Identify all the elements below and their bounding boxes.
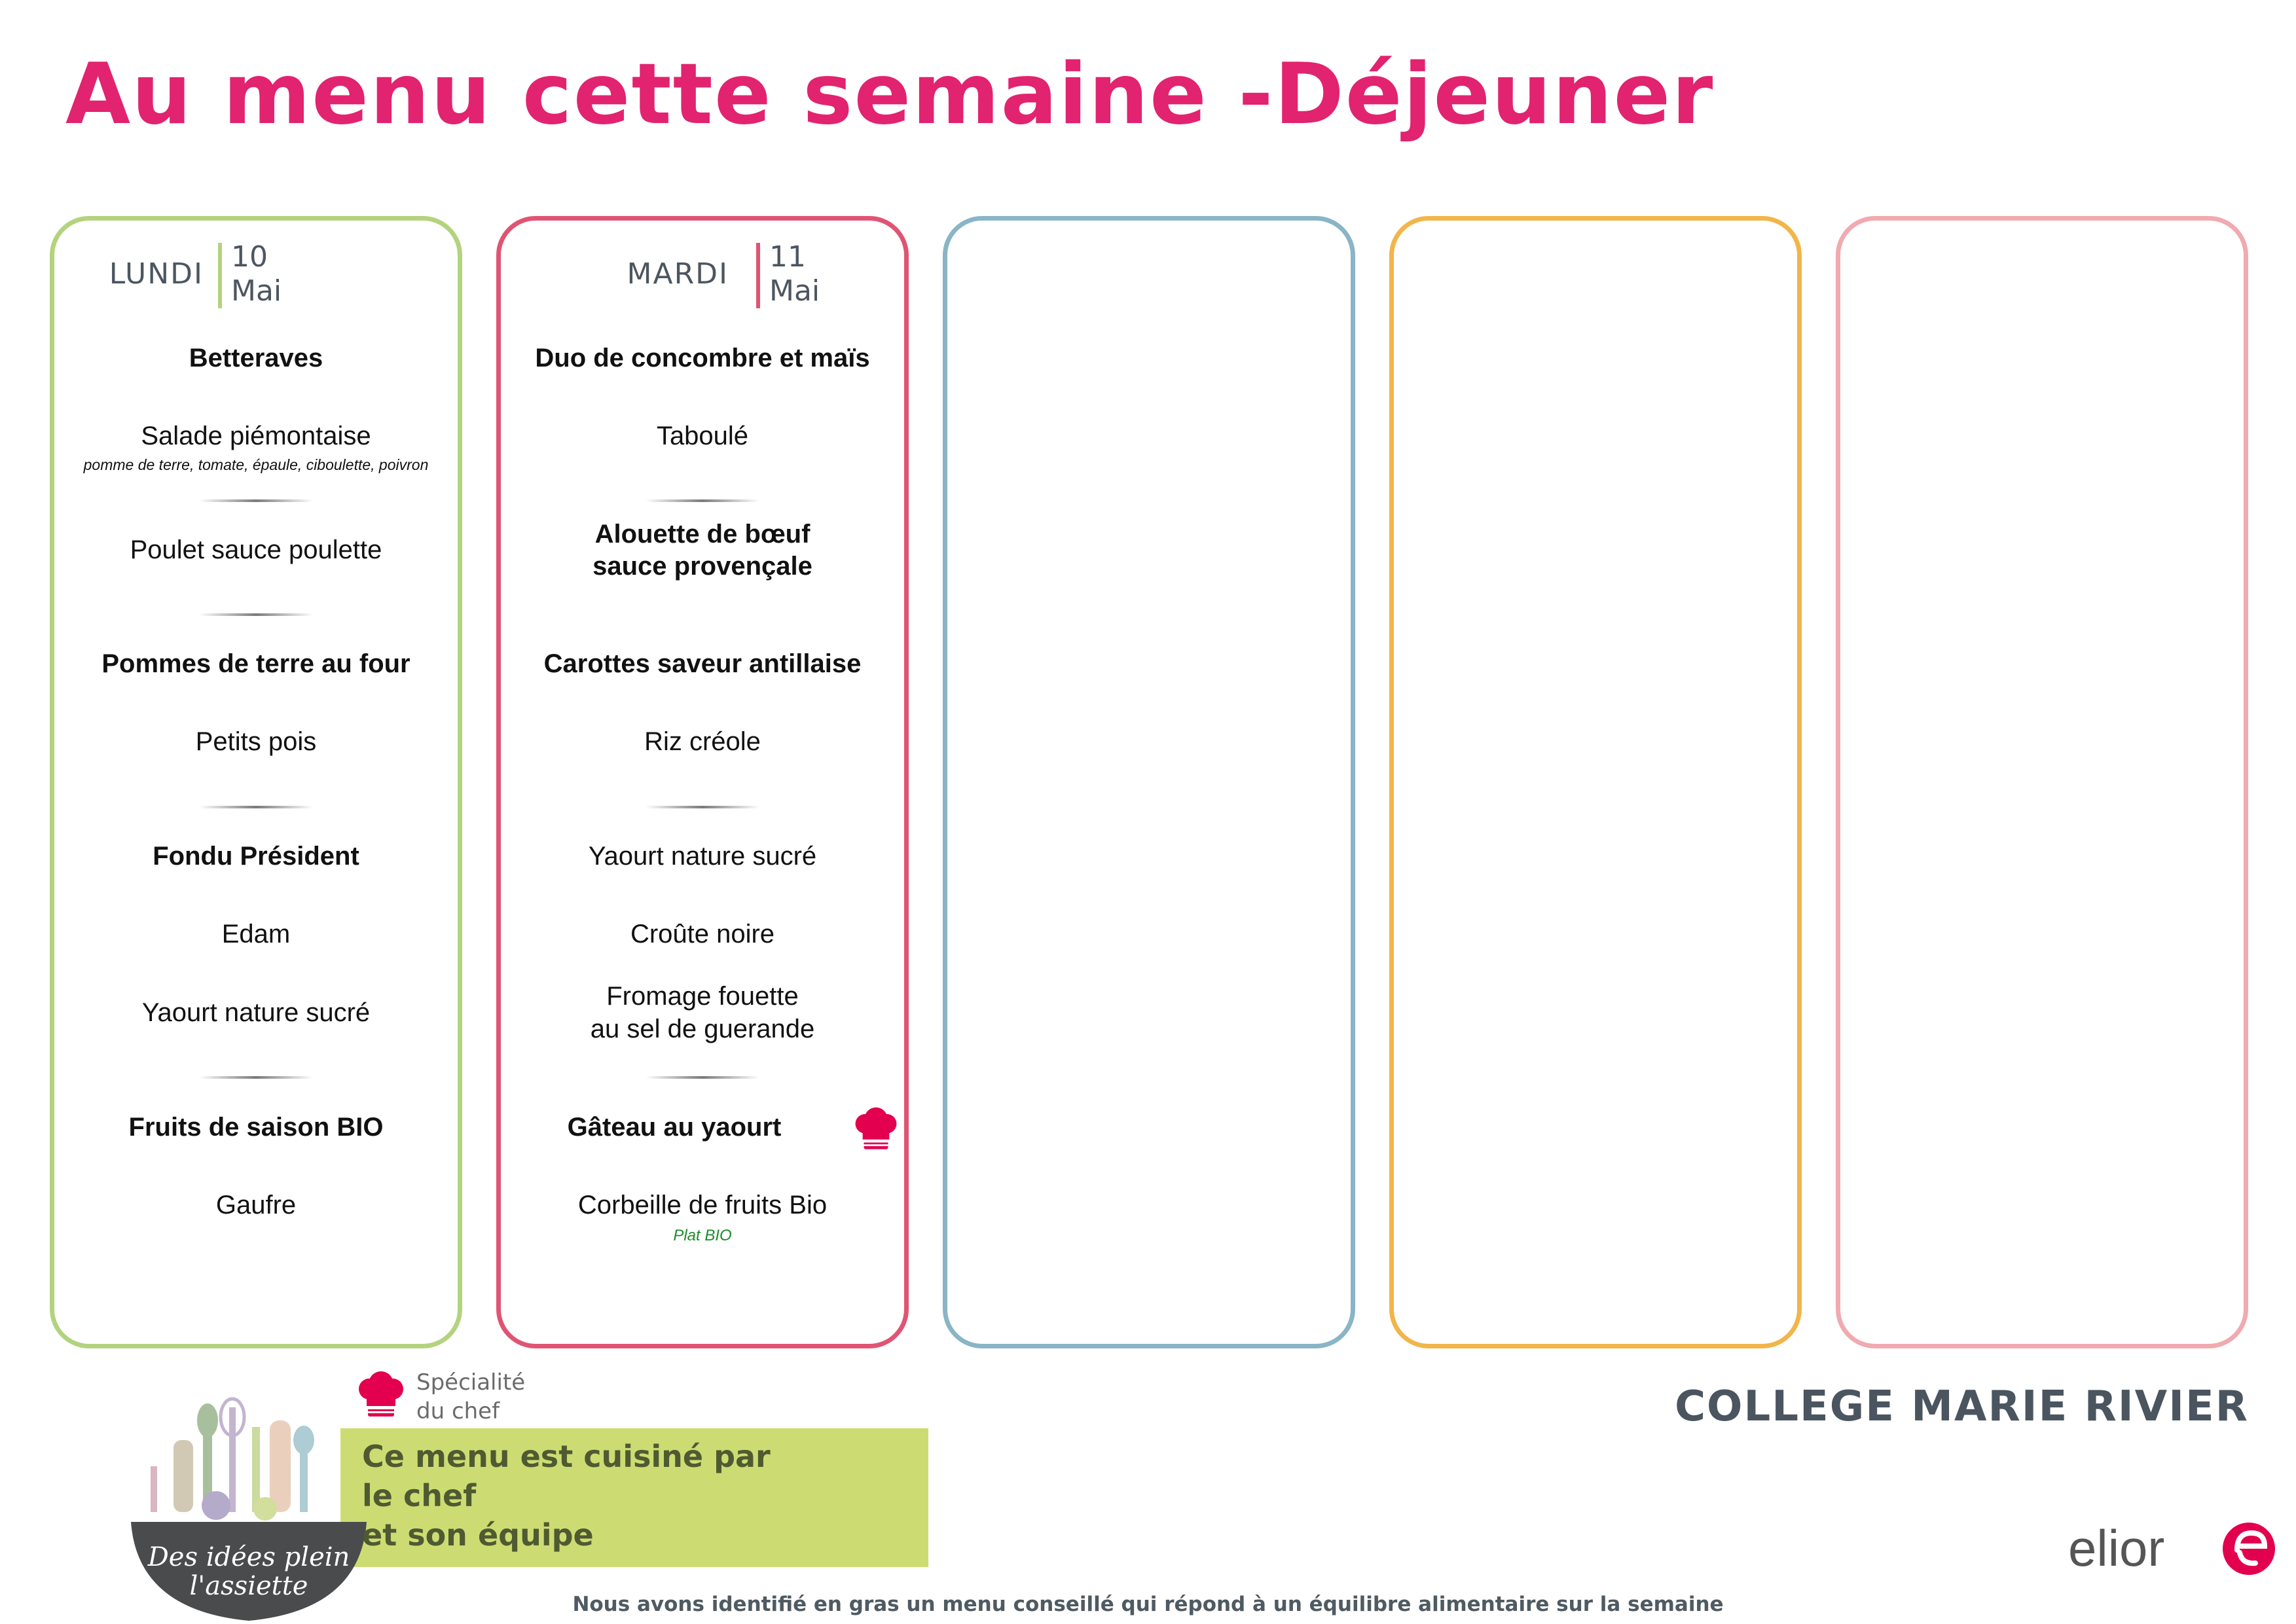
school-name: COLLEGE MARIE RIVIER — [1675, 1382, 2249, 1431]
date-month: Mai — [231, 274, 282, 308]
menu-item: Fondu Président — [153, 842, 359, 871]
menu-item: Edam — [221, 920, 291, 948]
date-month: Mai — [769, 274, 820, 308]
cooked-line2: le chef — [362, 1478, 477, 1513]
menu-item: Duo de concombre et maïs — [535, 344, 870, 372]
specialite-line1: Spécialité — [416, 1369, 526, 1396]
elior-logo: elior — [2068, 1519, 2275, 1577]
chef-team-text: Ce menu est cuisiné par le chef et son é… — [362, 1437, 771, 1555]
menu-divider — [646, 806, 759, 808]
menu-item: Taboulé — [656, 422, 749, 450]
chef-hat-icon — [359, 1371, 403, 1416]
menu-divider — [199, 613, 313, 616]
day-header: MARDI 11 Mai — [501, 239, 904, 311]
menu-item: Croûte noire — [630, 920, 775, 948]
menu-item: Petits pois — [195, 727, 317, 756]
footer-note: Nous avons identifié en gras un menu con… — [572, 1593, 1724, 1616]
day-separator — [218, 243, 222, 308]
menu-divider — [199, 806, 313, 808]
menu-item-line2: au sel de guerande — [590, 1015, 815, 1043]
day-date: 10 Mai — [231, 240, 282, 308]
menu-item: Salade piémontaise — [141, 422, 371, 450]
menu-item: Corbeille de fruits Bio — [577, 1191, 828, 1219]
day-name: LUNDI — [109, 257, 204, 291]
menu-item-note: pomme de terre, tomate, épaule, ciboulet… — [83, 456, 429, 473]
menu-divider — [199, 1076, 313, 1079]
day-name: MARDI — [627, 257, 729, 291]
menu-item: Poulet sauce poulette — [130, 535, 382, 564]
chef-legend-box — [340, 1428, 928, 1567]
day-card-empty-3 — [943, 216, 1355, 1348]
menu-item: Fruits de saison BIO — [128, 1113, 384, 1142]
day-header: LUNDI 10 Mai — [54, 239, 458, 311]
menu-item-note: Plat BIO — [673, 1227, 732, 1244]
menu-divider — [646, 1076, 759, 1079]
menu-item: Gaufre — [215, 1191, 297, 1219]
menu-item-line2: sauce provençale — [592, 552, 812, 581]
menu-item: Fromage fouette — [606, 982, 799, 1011]
des-idees-plein-l-assiette-logo: Des idées plein l'assiette — [131, 1397, 367, 1621]
menu-item: Carottes saveur antillaise — [543, 649, 862, 678]
menu-item: Yaourt nature sucré — [141, 998, 371, 1027]
day-card-empty-4 — [1389, 216, 1802, 1348]
menu-divider — [646, 499, 759, 502]
chef-hat-icon — [855, 1107, 897, 1149]
specialite-du-chef-label: Spécialité du chef — [416, 1368, 525, 1426]
day-card-lundi: LUNDI 10 Mai Betteraves Salade piémontai… — [50, 216, 462, 1348]
menu-divider — [199, 499, 313, 502]
date-day: 11 — [769, 240, 806, 274]
elior-wordmark: elior — [2068, 1519, 2164, 1577]
menu-item: Riz créole — [644, 727, 761, 756]
menu-item: Betteraves — [189, 344, 323, 372]
day-separator — [756, 243, 760, 308]
day-card-empty-5 — [1836, 216, 2248, 1348]
logo-line2: l'assiette — [190, 1571, 308, 1601]
logo-line1: Des idées plein — [147, 1542, 350, 1572]
menu-item: Yaourt nature sucré — [588, 842, 817, 871]
day-date: 11 Mai — [769, 240, 820, 308]
day-card-mardi: MARDI 11 Mai Duo de concombre et maïs Ta… — [496, 216, 909, 1348]
specialite-line2: du chef — [416, 1398, 500, 1424]
menu-item: Gâteau au yaourt — [567, 1113, 782, 1142]
menu-item: Alouette de bœuf — [594, 520, 811, 549]
menu-item: Pommes de terre au four — [101, 649, 410, 678]
date-day: 10 — [231, 240, 268, 274]
cooked-line1: Ce menu est cuisiné par — [362, 1439, 771, 1474]
page-title: Au menu cette semaine -Déjeuner — [65, 46, 1715, 143]
cooked-line3: et son équipe — [362, 1517, 594, 1553]
